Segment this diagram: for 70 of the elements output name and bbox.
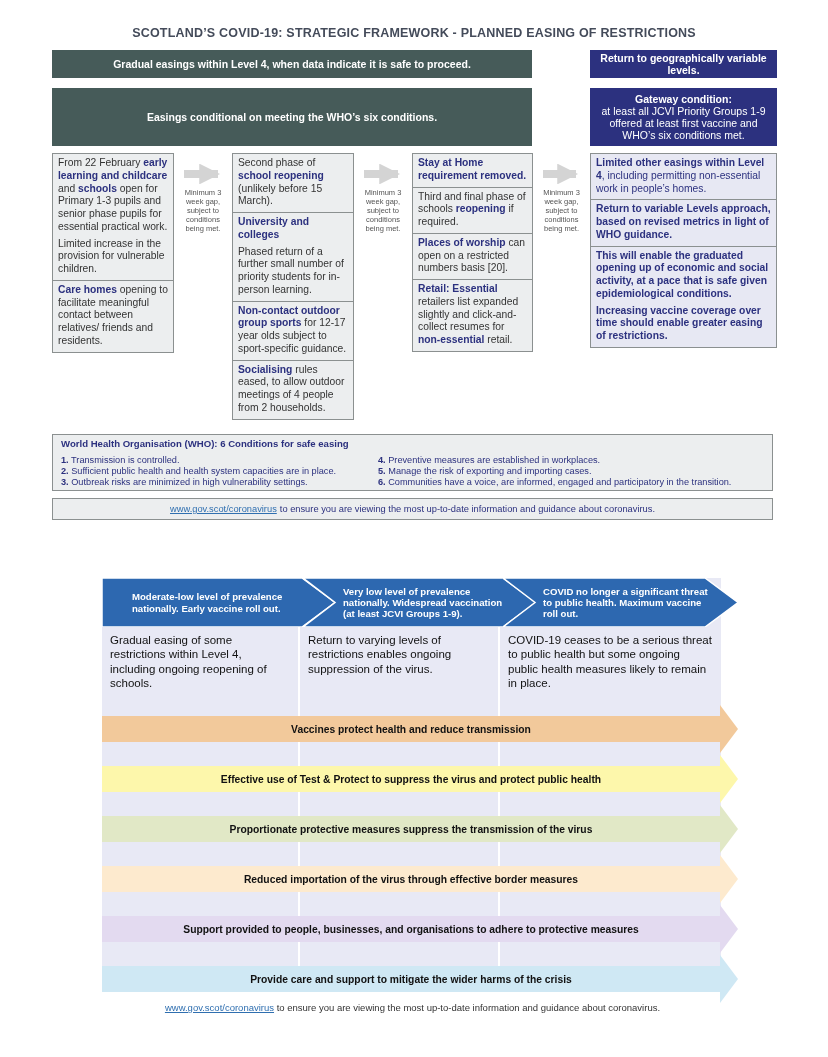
condition-text: at least all JCVI Priority Groups 1-9 offered at least first vaccine and WHO’s six conditions met. (600, 105, 767, 141)
banner-text: Easings conditional on meeting the WHO’s six conditions. (146, 111, 438, 123)
measure-box (590, 199, 777, 247)
band-text: Vaccines protect health and reduce transmission (291, 723, 532, 735)
measure-text: Socialising rules eased, to allow outdoor meetings of 4 people from 2 households. (238, 363, 346, 415)
arrow-band (102, 855, 738, 903)
measure-text: Non-contact outdoor group sports for 12-17 year olds subject to sport-specific guidance. (238, 304, 348, 356)
band-text: Reduced importation of the virus through effective border measures (243, 873, 580, 885)
measure-box (412, 232, 533, 281)
condition-item: 6. Communities have a voice, are informed, engaged and participatory in the transition. (378, 477, 732, 487)
measure-text: Limited increase in the provision for vulnerable children. (58, 237, 166, 276)
description-text: COVID-19 ceases to be a serious threat to public health but some ongoing public health measures likely to remain in place. (508, 633, 713, 691)
condition-item: 5. Manage the risk of exporting and importing cases. (378, 466, 592, 476)
band-text: Provide care and support to mitigate the wider harms of the crisis (250, 973, 573, 985)
measure-box (412, 186, 533, 234)
conditions-box (52, 434, 773, 491)
measure-text: Limited other easings within Level 4, including permitting non-essential work in people’s homes. (596, 157, 766, 196)
measure-text: Stay at Home requirement removed. (418, 157, 527, 183)
measure-text: Increasing vaccine coverage over time should enable greater easing of restrictions. (596, 304, 764, 343)
measure-box (52, 279, 174, 353)
info-box (52, 498, 773, 520)
measure-text: Return to variable Levels approach, based on revised metrics in light of WHO guidance. (596, 203, 771, 242)
web-link: www.gov.scot/coronavirus (170, 504, 277, 514)
measure-box (232, 212, 354, 302)
measure-text: This will enable the graduated opening up of economic and social activity, at a pace that is safe given epidemiological conditions. (596, 249, 770, 301)
heading: World Health Organisation (WHO): 6 Conditions for safe easing (61, 438, 350, 449)
measure-text: University and colleges (238, 216, 310, 242)
stage-header (503, 578, 738, 627)
measure-text: Care homes opening to facilitate meaningful contact between relatives/ friends and residents. (58, 283, 168, 348)
band-text: Support provided to people, businesses, and organisations to adhere to protective measures (183, 923, 640, 935)
banner-text: Gateway condition: (635, 93, 732, 105)
arrow-band (102, 755, 738, 803)
banner-text: Gradual easings within Level 4, when data indicate it is safe to proceed. (113, 58, 471, 70)
chevron-text: COVID no longer a significant threat to public health. Maximum vaccine roll out. (542, 585, 709, 620)
arrow-band (102, 705, 738, 753)
arrow-band (102, 805, 738, 853)
measure-box (590, 153, 777, 201)
measure-box (52, 153, 174, 281)
measure-text: Phased return of a further small number of priority students for in-person learning. (238, 245, 345, 297)
title: SCOTLAND’S COVID-19: STRATEGIC FRAMEWORK - PLANNED EASING OF RESTRICTIONS (131, 26, 697, 40)
measure-box (232, 153, 354, 214)
banner (590, 50, 777, 78)
measure-box (412, 279, 533, 352)
info-text: to ensure you are viewing the most up-to-date information and guidance about coronavirus. (279, 504, 655, 514)
measure-box (590, 245, 777, 348)
condition-item: 4. Preventive measures are established in workplaces. (378, 455, 601, 465)
measure-box (232, 359, 354, 420)
condition-item: 2. Sufficient public health and health system capacities are in place. (61, 466, 337, 476)
measure-text: Retail: Essential retailers list expanded slightly and click-and-collect resumes for non-essential retail. (418, 283, 520, 347)
band-text: Effective use of Test & Protect to suppress the virus and protect public health (220, 773, 603, 785)
arrow-band (102, 955, 738, 1003)
description-text: Return to varying levels of restrictions enables ongoing suppression of the virus. (308, 633, 453, 677)
measure-box (412, 153, 533, 188)
measure-text: From 22 February early learning and childcare and schools open for Primary 1-3 pupils and senior phase pupils for essential practical work. (58, 157, 168, 234)
arrow-band (102, 905, 738, 953)
banner-text: Return to geographically variable levels. (599, 52, 768, 76)
measure-text: Second phase of school reopening (unlikely before 15 March). (238, 157, 325, 209)
measure-box (232, 300, 354, 361)
banner (52, 88, 532, 146)
stage-header (102, 578, 335, 627)
band-text: Proportionate protective measures suppress the transmission of the virus (229, 823, 594, 835)
condition-box (590, 88, 777, 146)
condition-item: 1. Transmission is controlled. (61, 455, 180, 465)
chevron-text: Moderate-low level of prevalence nationally. Early vaccine roll out. (131, 591, 284, 614)
measure-text: Third and final phase of schools reopening if required. (418, 190, 527, 229)
measure-text: Places of worship can open on a restricted numbers basis [20]. (418, 236, 527, 276)
description-text: Gradual easing of some restrictions within Level 4, including ongoing reopening of schools. (110, 633, 268, 691)
banner (52, 50, 532, 78)
condition-item: 3. Outbreak risks are minimized in high vulnerability settings. (61, 477, 308, 487)
chevron-text: Very low level of prevalence nationally. Widespread vaccination (at least JCVI Groups 1-9). (342, 585, 504, 620)
